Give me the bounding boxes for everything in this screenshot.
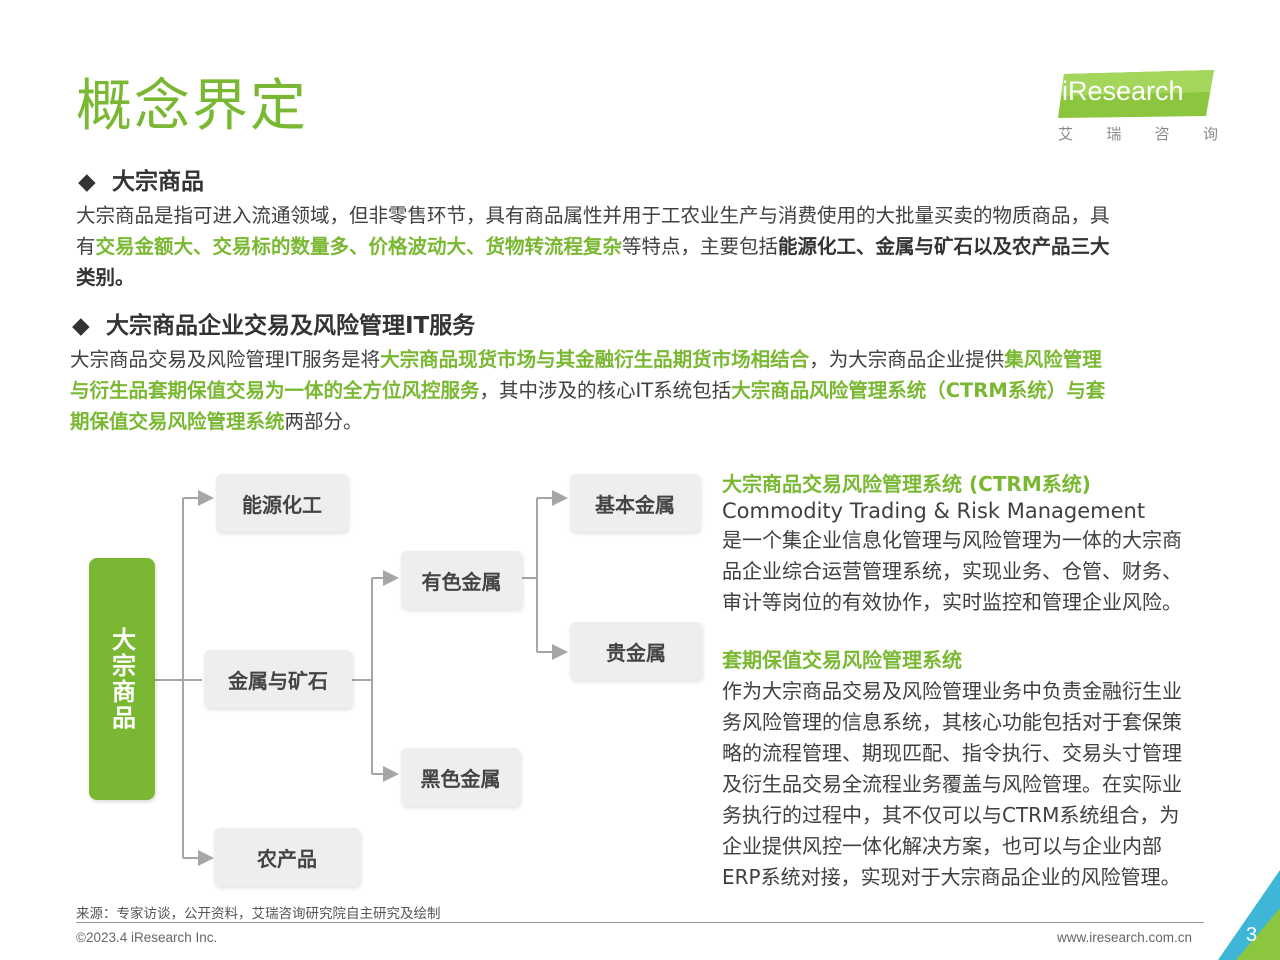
hedging-title: 套期保值交易风险管理系统 [722, 648, 962, 672]
footer-divider [76, 922, 1204, 923]
highlight-text: 与衍生品套期保值交易为一体的全方位风控服务 [70, 379, 480, 402]
section-heading-text: 大宗商品 [112, 169, 204, 195]
highlight-text: 集风险管理 [1004, 348, 1102, 371]
node-agriculture: 农产品 [214, 828, 360, 886]
hedging-body-line: 企业提供风控一体化解决方案，也可以与企业内部 [722, 834, 1162, 858]
ctrm-description: 大宗商品交易风险管理系统 (CTRM系统) Commodity Trading … [722, 470, 1222, 618]
ctrm-body-line: 品企业综合运营管理系统，实现业务、仓管、财务、 [722, 559, 1182, 583]
node-commodity-root: 大宗商品 [89, 558, 155, 800]
text-run: 有 [76, 235, 96, 258]
logo-sub-char: 瑞 [1106, 125, 1122, 143]
text-run: ，其中涉及的核心IT系统包括 [479, 379, 732, 402]
page-number: 3 [1246, 924, 1258, 946]
hedging-description: 套期保值交易风险管理系统 作为大宗商品交易及风险管理业务中负责金融衍生业 务风险… [722, 646, 1222, 893]
diamond-bullet-icon: ◆ [72, 313, 90, 339]
highlight-text: 大宗商品风险管理系统（CTRM系统）与套 [731, 379, 1106, 402]
node-ferrous-metal: 黑色金属 [401, 748, 520, 806]
copyright-text: ©2023.4 iResearch Inc. [76, 930, 218, 945]
section1-line: 大宗商品是指可进入流通领域，但非零售环节，具有商品属性并用于工农业生产与消费使用… [76, 204, 1110, 227]
website-link[interactable]: www.iresearch.com.cn [1057, 930, 1193, 945]
logo-subtitle: 艾 瑞 咨 询 [1058, 123, 1218, 144]
section1-line: 有交易金额大、交易标的数量多、价格波动大、货物转流程复杂等特点，主要包括能源化工… [76, 231, 1216, 262]
node-base-metal: 基本金属 [570, 474, 700, 532]
section-heading-text: 大宗商品企业交易及风险管理IT服务 [106, 313, 476, 339]
hedging-body-line: ERP系统对接，实现对于大宗商品企业的风险管理。 [722, 865, 1181, 889]
node-precious-metal: 贵金属 [570, 622, 702, 680]
text-run: 等特点，主要包括 [622, 235, 779, 258]
source-note: 来源：专家访谈，公开资料，艾瑞咨询研究院自主研究及绘制 [76, 906, 441, 922]
logo-sub-char: 艾 [1058, 125, 1074, 143]
diamond-bullet-icon: ◆ [78, 169, 96, 195]
logo-sub-char: 询 [1202, 125, 1218, 143]
bold-text: 能源化工、金属与矿石以及农产品三大 [778, 235, 1110, 258]
corner-decoration-icon [1218, 870, 1280, 960]
logo-badge-icon [1058, 70, 1214, 118]
ctrm-english-name: Commodity Trading & Risk Management [722, 499, 1146, 523]
section2-line: 大宗商品交易及风险管理IT服务是将大宗商品现货市场与其金融衍生品期货市场相结合，… [70, 344, 1220, 375]
hedging-body-line: 略的流程管理、期现匹配、指令执行、交易头寸管理 [722, 741, 1182, 765]
hedging-body-line: 务执行的过程中，其不仅可以与CTRM系统组合，为 [722, 803, 1180, 827]
section-heading-it-service: ◆ 大宗商品企业交易及风险管理IT服务 [72, 310, 475, 342]
section2-line: 与衍生品套期保值交易为一体的全方位风控服务，其中涉及的核心IT系统包括大宗商品风… [70, 375, 1220, 406]
ctrm-body-line: 是一个集企业信息化管理与风险管理为一体的大宗商 [722, 528, 1182, 552]
hedging-body-line: 及衍生品交易全流程业务覆盖与风险管理。在实际业 [722, 772, 1182, 796]
section2-paragraph: 大宗商品交易及风险管理IT服务是将大宗商品现货市场与其金融衍生品期货市场相结合，… [70, 344, 1220, 437]
text-run: 大宗商品交易及风险管理IT服务是将 [70, 348, 381, 371]
text-run: ，为大宗商品企业提供 [809, 348, 1005, 371]
node-metal-ore: 金属与矿石 [204, 650, 352, 708]
section-heading-commodity: ◆ 大宗商品 [78, 166, 204, 198]
iresearch-logo: iResearch 艾 瑞 咨 询 [1058, 66, 1218, 146]
section1-paragraph: 大宗商品是指可进入流通领域，但非零售环节，具有商品属性并用于工农业生产与消费使用… [76, 200, 1216, 293]
node-nonferrous-metal: 有色金属 [401, 551, 522, 609]
section2-line: 期保值交易风险管理系统两部分。 [70, 406, 1220, 437]
ctrm-title: 大宗商品交易风险管理系统 (CTRM系统) [722, 472, 1091, 496]
section1-line: 类别。 [76, 266, 135, 289]
text-run: 两部分。 [284, 410, 363, 433]
highlight-text: 交易金额大、交易标的数量多、价格波动大、货物转流程复杂 [95, 235, 623, 258]
hedging-body-line: 务风险管理的信息系统，其核心功能包括对于套保策 [722, 710, 1182, 734]
highlight-text: 期保值交易风险管理系统 [70, 410, 285, 433]
hedging-body-line: 作为大宗商品交易及风险管理业务中负责金融衍生业 [722, 679, 1182, 703]
node-label: 大宗商品 [107, 627, 136, 731]
logo-text: iResearch [1062, 76, 1184, 106]
highlight-text: 大宗商品现货市场与其金融衍生品期货市场相结合 [380, 348, 810, 371]
ctrm-body-line: 审计等岗位的有效协作，实时监控和管理企业风险。 [722, 590, 1182, 614]
page-title: 概念界定 [76, 74, 308, 139]
logo-sub-char: 咨 [1154, 125, 1170, 143]
node-energy-chemical: 能源化工 [216, 474, 348, 532]
